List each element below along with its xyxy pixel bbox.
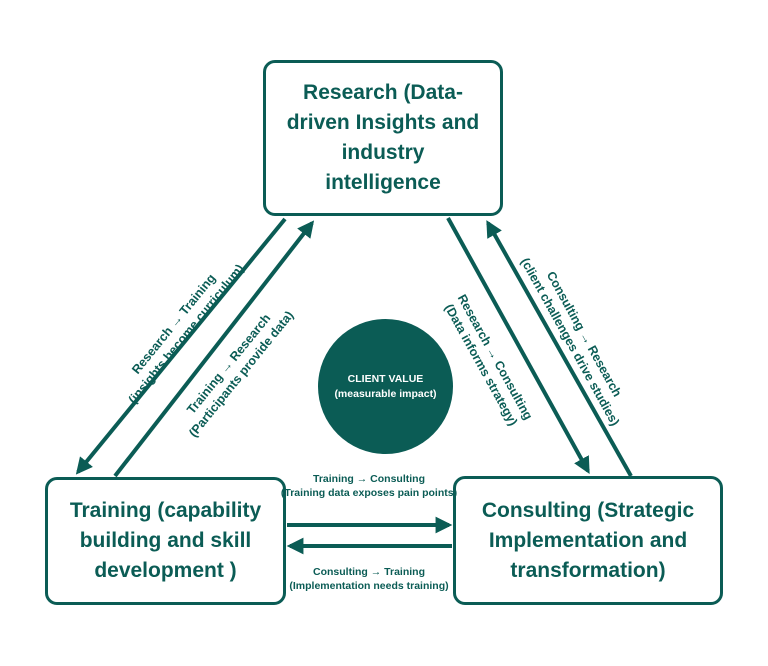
consulting-node: Consulting (Strategic Implementation and… [453, 476, 723, 605]
arrow-consulting-to-research [486, 220, 633, 477]
arrow-research-to-training [75, 217, 287, 475]
edge-label-line1: Training → Consulting [313, 473, 425, 485]
hub-title: CLIENT VALUE [347, 372, 424, 385]
consulting-node-label: Consulting (Strategic Implementation and… [481, 498, 695, 582]
edge-label-training-to-consulting: Training → Consulting (Training data exp… [279, 472, 459, 500]
client-value-hub: CLIENT VALUE (measurable impact) [318, 319, 453, 454]
edge-label-line1: Consulting → Training [313, 566, 425, 578]
research-node: Research (Data-driven Insights and indus… [263, 60, 503, 216]
arrow-research-to-consulting [446, 217, 590, 474]
training-node: Training (capability building and skill … [45, 477, 286, 605]
training-node-label: Training (capability building and skill … [69, 499, 262, 582]
research-node-label: Research (Data-driven Insights and indus… [286, 81, 480, 194]
edge-label-line2: (Training data exposes pain points) [280, 487, 458, 499]
edge-label-line2: (Implementation needs training) [289, 580, 449, 592]
edge-label-consulting-to-training: Consulting → Training (Implementation ne… [279, 565, 459, 593]
hub-subtitle: (measurable impact) [334, 387, 437, 400]
arrow-training-to-research [113, 220, 315, 478]
